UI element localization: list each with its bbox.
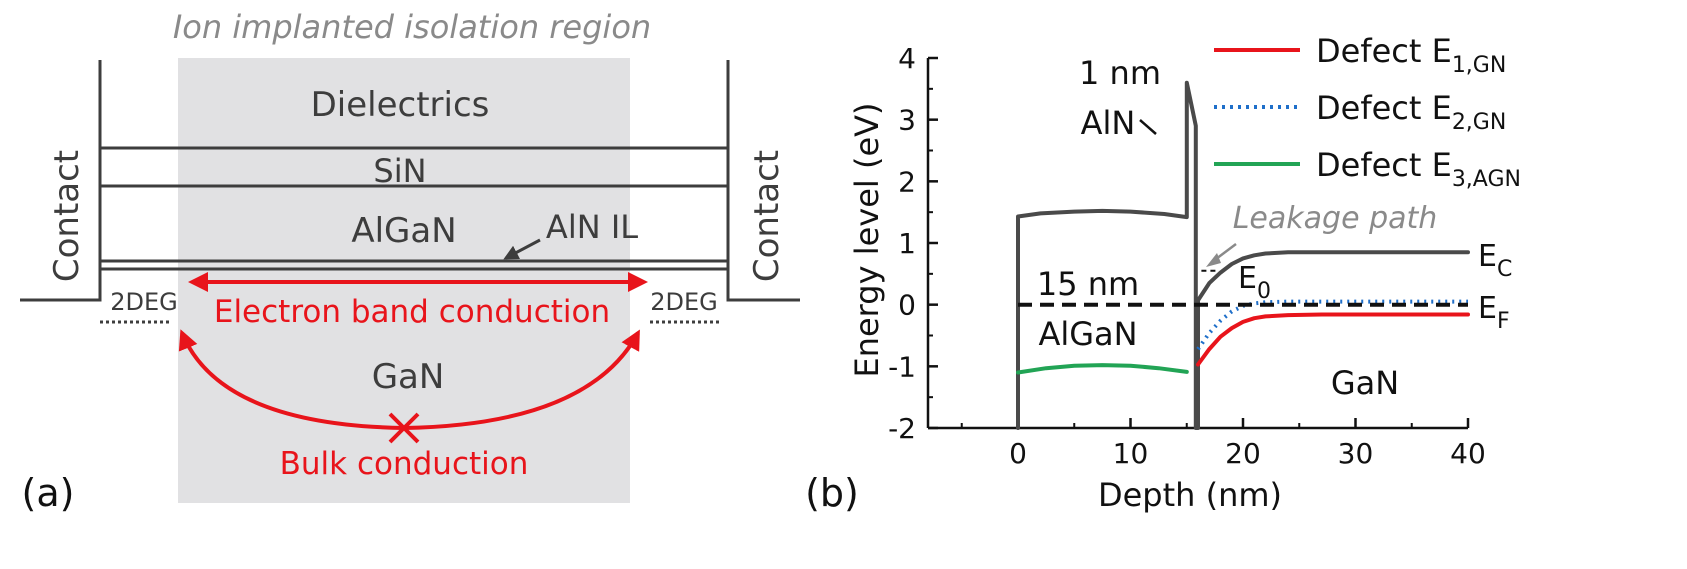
y-tick-label: 3 [898, 104, 916, 137]
series-e-c [1016, 80, 1470, 430]
twodeg-left-label: 2DEG [110, 288, 178, 316]
legend-entry-defect-1: Defect E1,GN [1316, 32, 1506, 78]
region-title: Ion implanted isolation region [173, 8, 651, 46]
plot-series [1016, 80, 1470, 430]
left-contact-outline [20, 60, 102, 302]
aln-il-pointer [503, 238, 541, 260]
x-tick-label: 20 [1225, 437, 1261, 470]
aln-pointer [1139, 119, 1157, 135]
ef-letter: E [1478, 291, 1497, 326]
legend: Defect E1,GN Defect E2,GN Defect E3,AGN [1214, 32, 1521, 192]
contact-left-label: Contact [47, 150, 87, 282]
legend-text-2: Defect E [1316, 89, 1452, 127]
y-tick-label: 0 [898, 289, 916, 322]
y-axis-title: Energy level (eV) [848, 102, 886, 377]
bulk-block-cross [388, 412, 420, 444]
y-tick-label: 1 [898, 227, 916, 260]
legend-sub-2: 2,GN [1452, 110, 1507, 135]
algan-band-label: AlGaN [1038, 315, 1137, 353]
panel-a-label: (a) [22, 471, 75, 515]
ec-subscript: C [1497, 257, 1512, 282]
legend-entry-defect-2: Defect E2,GN [1316, 89, 1506, 135]
x-tick-label: 0 [1009, 437, 1027, 470]
aln-il-label: AlN IL [546, 208, 638, 246]
contact-right-label: Contact [747, 150, 787, 282]
series-defect-e2-gn [1196, 299, 1468, 351]
aln-thickness-label: 1 nm [1079, 54, 1161, 92]
x-tick-label: 10 [1113, 437, 1149, 470]
x-tick-label: 40 [1450, 437, 1486, 470]
e0-subscript: 0 [1257, 279, 1271, 304]
legend-sub-3: 3,AGN [1452, 167, 1521, 192]
ec-letter: E [1478, 239, 1497, 274]
electron-band-label: Electron band conduction [214, 294, 610, 330]
gan-label: GaN [372, 357, 445, 397]
series-defect-e3-agn [1016, 363, 1189, 375]
e0-letter: E [1238, 261, 1257, 296]
right-contact-outline [726, 60, 800, 302]
y-tick-label: 4 [898, 42, 916, 75]
x-tick-label: 30 [1338, 437, 1374, 470]
e0-label: E0 [1238, 261, 1271, 304]
dielectrics-label: Dielectrics [311, 85, 490, 125]
sin-label: SiN [373, 152, 426, 190]
legend-sub-1: 1,GN [1452, 53, 1507, 78]
algan-thickness-label: 15 nm [1037, 265, 1139, 303]
ef-subscript: F [1497, 309, 1510, 334]
legend-text-1: Defect E [1316, 32, 1452, 70]
ec-label: EC [1478, 239, 1512, 282]
bulk-conduction-label: Bulk conduction [280, 446, 529, 482]
leakage-path-pointer [1211, 243, 1237, 263]
y-tick-label: -2 [888, 412, 916, 445]
legend-text-3: Defect E [1316, 146, 1452, 184]
x-axis-title: Depth (nm) [1098, 476, 1282, 514]
legend-entry-defect-3: Defect E3,AGN [1316, 146, 1521, 192]
algan-label: AlGaN [351, 211, 456, 251]
ef-label: EF [1478, 291, 1510, 334]
gan-band-label: GaN [1331, 364, 1399, 402]
twodeg-right-label: 2DEG [650, 288, 718, 316]
leakage-path-label: Leakage path [1233, 201, 1438, 236]
y-tick-label: -1 [888, 350, 916, 383]
panel-a-schematic: Ion implanted isolation region Contact C… [20, 8, 800, 515]
series-defect-e1-gn [1196, 312, 1470, 367]
y-tick-label: 2 [898, 165, 916, 198]
panel-b-label: (b) [805, 471, 859, 515]
aln-label: AlN [1081, 104, 1136, 142]
leakage-path-arrowhead [1206, 253, 1221, 267]
